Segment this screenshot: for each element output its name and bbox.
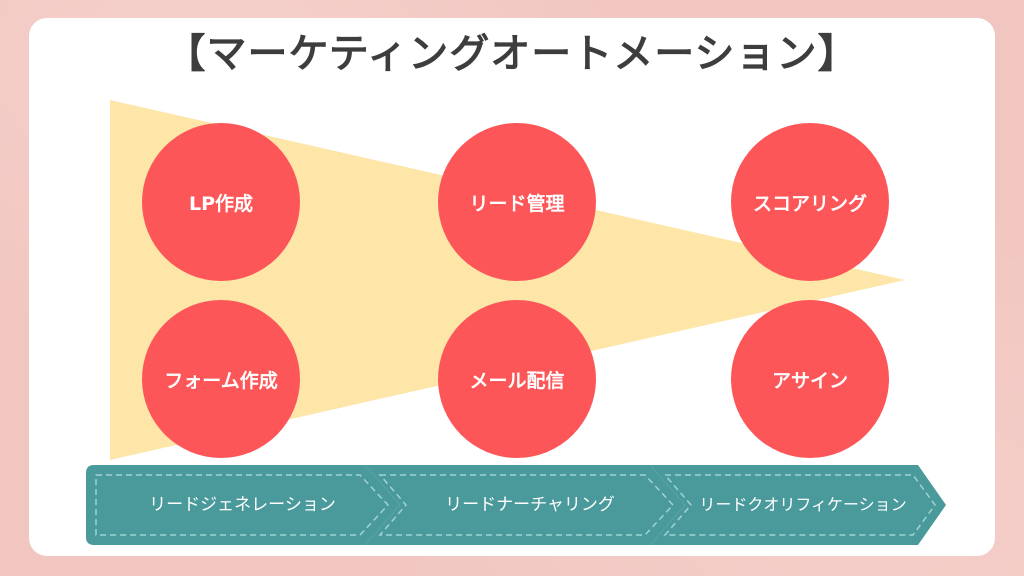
function-label: リード管理 xyxy=(469,192,565,215)
function-label: メール配信 xyxy=(469,369,565,392)
function-circle-form: フォーム作成 xyxy=(142,300,300,458)
function-label: スコアリング xyxy=(752,192,867,215)
stage-arrow-1 xyxy=(86,465,400,545)
function-circle-lead-management: リード管理 xyxy=(438,123,596,281)
stage-label-nurturing: リードナーチャリング xyxy=(445,495,615,515)
stage-label-generation: リードジェネレーション xyxy=(149,495,336,515)
stage-arrow-2 xyxy=(365,465,685,545)
function-circle-scoring: スコアリング xyxy=(731,123,889,281)
page-title: 【マーケティングオートメーション】 xyxy=(165,31,859,77)
function-circle-mail: メール配信 xyxy=(438,300,596,458)
stage-label-qualification: リードクオリフィケーション xyxy=(699,495,907,514)
function-circle-assign: アサイン xyxy=(731,300,889,458)
function-circle-lp: LP作成 xyxy=(142,123,300,281)
function-label: フォーム作成 xyxy=(164,369,278,392)
stage-arrow-3 xyxy=(650,465,946,545)
function-label: アサイン xyxy=(771,369,848,392)
function-label: LP作成 xyxy=(188,192,254,215)
